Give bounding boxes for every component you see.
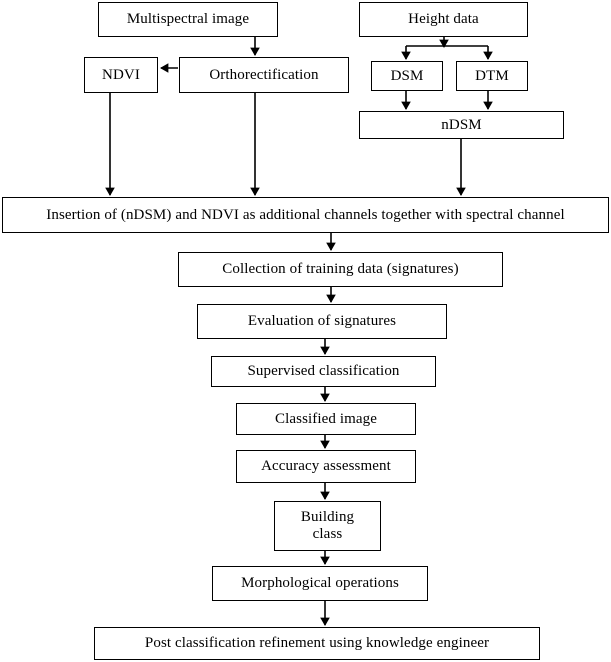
node-label-morphological-operations: Morphological operations [241, 575, 399, 592]
node-ndsm[interactable]: nDSM [359, 111, 564, 139]
node-label-dtm: DTM [475, 67, 509, 84]
node-label-ndvi: NDVI [102, 66, 140, 83]
node-building-class[interactable]: Building class [274, 501, 381, 551]
node-insertion[interactable]: Insertion of (nDSM) and NDVI as addition… [2, 197, 609, 233]
node-label-height-data: Height data [408, 11, 479, 28]
node-classified-image[interactable]: Classified image [236, 403, 416, 435]
node-height-data[interactable]: Height data [359, 2, 528, 37]
node-post-classification-refinement[interactable]: Post classification refinement using kno… [94, 627, 540, 660]
node-accuracy-assessment[interactable]: Accuracy assessment [236, 450, 416, 483]
node-supervised-classification[interactable]: Supervised classification [211, 356, 436, 387]
node-label-orthorectification: Orthorectification [209, 66, 319, 83]
node-orthorectification[interactable]: Orthorectification [179, 57, 349, 93]
node-label-supervised-classification: Supervised classification [247, 363, 400, 380]
node-multispectral-image[interactable]: Multispectral image [98, 2, 278, 37]
node-label-building-class: Building class [300, 509, 355, 542]
node-label-ndsm: nDSM [441, 116, 482, 133]
node-ndvi[interactable]: NDVI [84, 57, 158, 93]
node-dtm[interactable]: DTM [456, 61, 528, 91]
node-collection-training-data[interactable]: Collection of training data (signatures) [178, 252, 503, 287]
node-dsm[interactable]: DSM [371, 61, 443, 91]
node-morphological-operations[interactable]: Morphological operations [212, 566, 428, 601]
node-label-insertion: Insertion of (nDSM) and NDVI as addition… [46, 206, 565, 223]
node-label-evaluation-signatures: Evaluation of signatures [247, 313, 397, 330]
node-label-post-classification-refinement: Post classification refinement using kno… [144, 635, 490, 652]
node-label-dsm: DSM [390, 67, 424, 84]
node-label-classified-image: Classified image [275, 410, 377, 427]
node-label-multispectral-image: Multispectral image [126, 11, 250, 28]
node-label-collection-training-data: Collection of training data (signatures) [222, 261, 459, 278]
node-evaluation-signatures[interactable]: Evaluation of signatures [197, 304, 447, 339]
node-label-accuracy-assessment: Accuracy assessment [261, 458, 391, 475]
